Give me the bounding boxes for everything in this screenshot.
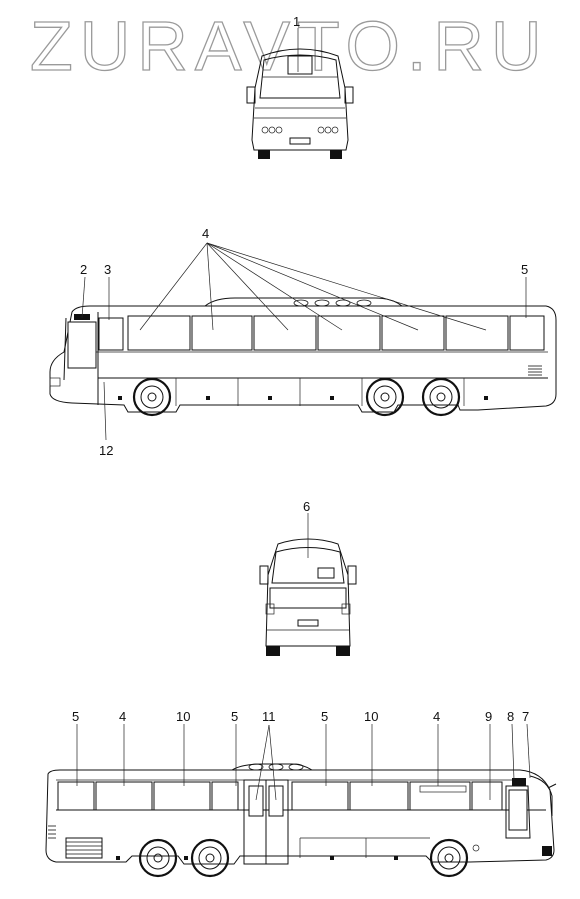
- bus-front-view: [246, 48, 354, 159]
- callout-12: 12: [99, 443, 113, 458]
- callout-4: 4: [433, 709, 440, 724]
- callout-5: 5: [321, 709, 328, 724]
- callout-7: 7: [522, 709, 529, 724]
- watermark-text: ZURAVTO.RU: [30, 7, 549, 85]
- callout-8: 8: [507, 709, 514, 724]
- callout-5: 5: [72, 709, 79, 724]
- callout-4: 4: [202, 226, 209, 241]
- callout-3: 3: [104, 262, 111, 277]
- callout-2: 2: [80, 262, 87, 277]
- callout-1: 1: [293, 14, 300, 29]
- callout-5: 5: [231, 709, 238, 724]
- callout-9: 9: [485, 709, 492, 724]
- callout-6: 6: [303, 499, 310, 514]
- callout-11: 11: [262, 709, 276, 724]
- bus-rear-view: [259, 538, 357, 656]
- bus-right-side-view: [45, 763, 557, 878]
- callout-5: 5: [521, 262, 528, 277]
- callout-10: 10: [364, 709, 378, 724]
- bus-left-side-view: [49, 297, 557, 417]
- callout-10: 10: [176, 709, 190, 724]
- callout-4: 4: [119, 709, 126, 724]
